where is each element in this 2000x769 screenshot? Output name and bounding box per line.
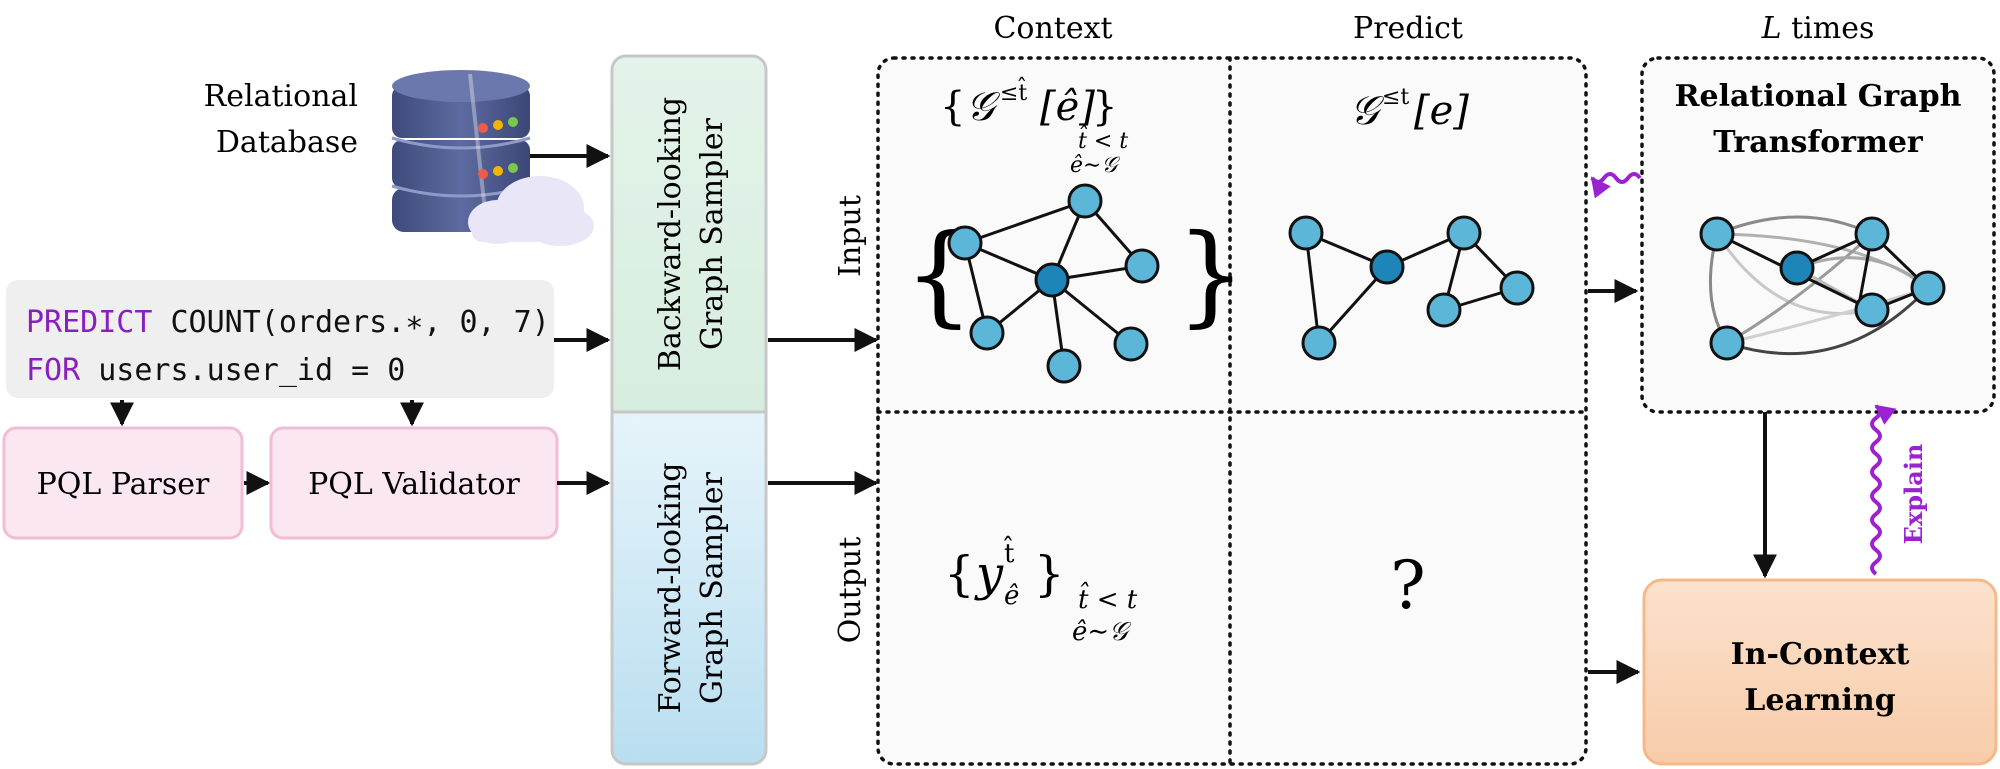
graph-node: [1854, 216, 1890, 252]
pql-parser-box: PQL Parser: [2, 426, 244, 540]
pql-query-box: PREDICT COUNT(orders.∗, 0, 7) FOR users.…: [6, 280, 554, 398]
graph-node: [1426, 292, 1462, 328]
context-predict-grid: [876, 56, 1588, 766]
graph-node: [1288, 215, 1324, 251]
graph-node-center: [1034, 262, 1070, 298]
transformer-attention-graph: [1699, 215, 1946, 361]
forward-sampler-line1: Forward-looking: [653, 463, 688, 714]
pql-validator-box: PQL Validator: [269, 426, 559, 540]
svg-text:t̂: t̂: [1003, 535, 1015, 569]
graph-node-center: [1369, 249, 1405, 285]
context-graph: { }: [904, 183, 1246, 384]
context-output-formula: { y t̂ ê } t̂ < t ê∼𝒢: [944, 535, 1138, 647]
pql-parser-label: PQL Parser: [37, 467, 210, 502]
pql-entity-expression: users.user_id = 0: [98, 353, 405, 388]
prediction-unknown-mark: ?: [1390, 547, 1425, 624]
pql-keyword-for: FOR: [26, 353, 81, 388]
cloud-icon: [468, 176, 594, 246]
context-header: Context: [993, 11, 1112, 46]
in-context-learning-box: In-Context Learning: [1642, 578, 1998, 766]
graph-node: [1046, 348, 1082, 384]
pql-keyword-predict: PREDICT: [26, 305, 152, 340]
svg-text:ê∼𝒢: ê∼𝒢: [1070, 153, 1120, 178]
set-close-brace: }: [1176, 210, 1246, 338]
svg-text:y: y: [974, 546, 1004, 602]
context-input-formula: { 𝒢 ≤t̂ [ê] } t̂ < t ê∼𝒢: [940, 77, 1128, 178]
graph-node: [1113, 326, 1149, 362]
graph-node: [947, 225, 983, 261]
graph-node: [1854, 292, 1890, 328]
predict-graph: [1288, 215, 1535, 361]
svg-text:}: }: [1034, 546, 1065, 602]
pql-validator-label: PQL Validator: [308, 467, 520, 502]
graph-node: [1446, 215, 1482, 251]
graph-node-center: [1779, 250, 1815, 286]
svg-text:FOR users.user_id = 0: FOR users.user_id = 0: [26, 353, 405, 388]
rgt-label-line1: Relational Graph: [1675, 79, 1962, 114]
svg-text:{: {: [940, 84, 965, 130]
output-row-label: Output: [833, 537, 868, 644]
svg-text:PREDICT COUNT(orders.∗, 0, 7): PREDICT COUNT(orders.∗, 0, 7): [26, 305, 550, 340]
db-label-line1: Relational: [204, 79, 358, 114]
input-row-label: Input: [833, 195, 868, 277]
graph-node: [1067, 183, 1103, 219]
explain-label: Explain: [1899, 444, 1928, 545]
graph-node: [1699, 216, 1735, 252]
svg-text:≤t: ≤t: [1382, 85, 1409, 110]
graph-node: [1124, 248, 1160, 284]
backward-sampler-line1: Backward-looking: [653, 97, 688, 371]
graph-node: [1910, 270, 1946, 306]
db-label-line2: Database: [216, 125, 358, 160]
explain-wavy-arrow-left: [1590, 172, 1642, 199]
graph-node: [1709, 325, 1745, 361]
graph-node: [1301, 325, 1337, 361]
svg-text:ê∼𝒢: ê∼𝒢: [1072, 617, 1132, 647]
database-icon: [391, 70, 594, 246]
icl-label-line2: Learning: [1744, 683, 1895, 718]
backward-sampler-line2: Graph Sampler: [695, 117, 730, 350]
svg-text:t̂ < t: t̂ < t: [1078, 125, 1128, 154]
svg-text:t̂ < t: t̂ < t: [1078, 581, 1138, 615]
svg-text:{: {: [944, 546, 975, 602]
relational-graph-transformer-box: Relational Graph Transformer: [1640, 56, 1996, 414]
svg-text:}: }: [1092, 84, 1117, 130]
svg-text:[ê]: [ê]: [1040, 84, 1095, 130]
pql-count-expression: COUNT(orders.∗, 0, 7): [171, 305, 550, 340]
relational-database-label: Relational Database: [204, 79, 358, 160]
forward-sampler-line2: Graph Sampler: [695, 471, 730, 704]
explain-wavy-arrow-up: [1870, 404, 1897, 576]
predict-header: Predict: [1353, 11, 1463, 46]
l-times-label: L times: [1761, 11, 1875, 46]
svg-text:[e]: [e]: [1414, 88, 1469, 134]
graph-node: [1499, 270, 1535, 306]
svg-text:≤t̂: ≤t̂: [1000, 77, 1027, 106]
backward-looking-graph-sampler: Backward-looking Graph Sampler: [610, 54, 768, 414]
icl-label-line1: In-Context: [1731, 637, 1910, 672]
rgt-label-line2: Transformer: [1713, 125, 1924, 160]
forward-looking-graph-sampler: Forward-looking Graph Sampler: [610, 410, 768, 766]
graph-node: [969, 315, 1005, 351]
svg-text:ê: ê: [1004, 581, 1019, 611]
